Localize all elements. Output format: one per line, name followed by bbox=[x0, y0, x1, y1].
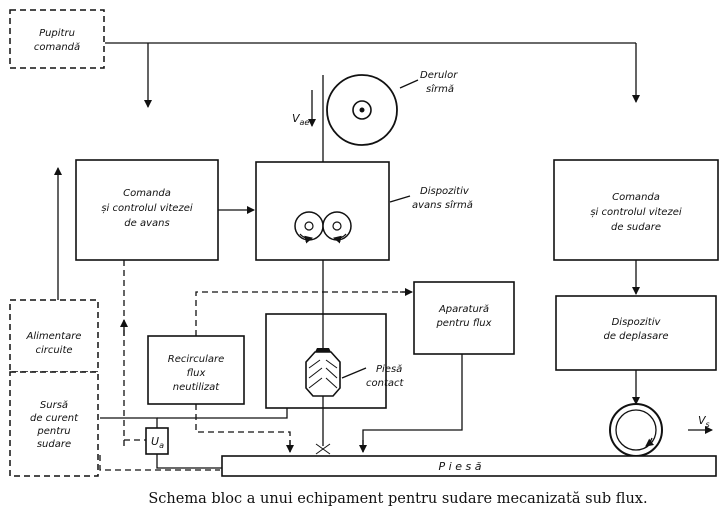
block-pupitru: Pupitru comandă bbox=[9, 9, 105, 69]
figure-caption: Schema bloc a unui echipament pentru sud… bbox=[148, 491, 647, 507]
deplasare-line2: de deplasare bbox=[603, 331, 668, 342]
comanda-sudare-line1: Comanda bbox=[612, 192, 660, 203]
comanda-sudare-line3: de sudare bbox=[611, 222, 661, 233]
aparatura-line1: Aparatură bbox=[438, 304, 489, 315]
derulor-line1: Derulor bbox=[420, 70, 458, 81]
sursa-line2: de curent bbox=[30, 413, 79, 424]
line-ua-piesa bbox=[156, 454, 224, 469]
block-comanda-avans: Comanda și controlul vitezei de avans bbox=[75, 159, 219, 261]
comanda-avans-line1: Comanda bbox=[123, 188, 171, 199]
drive-roller bbox=[609, 403, 663, 457]
piesa-contact-line1: Piesă bbox=[376, 364, 402, 375]
wire-reel bbox=[326, 74, 398, 146]
recirculare-line1: Recirculare bbox=[168, 354, 225, 365]
alimentare-line1: Alimentare bbox=[26, 331, 82, 342]
dispozitiv-avans-line1: Dispozitiv bbox=[420, 186, 470, 197]
aparatura-line2: pentru flux bbox=[435, 318, 491, 329]
sursa-line1: Sursă bbox=[40, 400, 68, 411]
piesa-contact-line2: contact bbox=[366, 378, 405, 389]
line-sursa-ua bbox=[100, 417, 158, 428]
piesa-label: P i e s ă bbox=[439, 460, 482, 473]
derulor-line2: sîrmă bbox=[426, 83, 454, 95]
block-sursa: Sursă de curent pentru sudare bbox=[9, 371, 99, 477]
leader-piesa-contact bbox=[341, 367, 367, 379]
comanda-avans-line3: de avans bbox=[124, 218, 169, 229]
sursa-line4: sudare bbox=[37, 439, 71, 450]
block-dispozitiv-deplasare: Dispozitiv de deplasare bbox=[555, 295, 717, 371]
block-piesa-contact-housing bbox=[265, 313, 387, 409]
alimentare-line2: circuite bbox=[35, 345, 72, 356]
block-comanda-sudare: Comanda și controlul vitezei de sudare bbox=[553, 159, 719, 261]
v-ae-label: Vae bbox=[292, 112, 309, 127]
dashed-recirculare-piesa bbox=[195, 404, 291, 452]
block-recirculare: Recirculare flux neutilizat bbox=[147, 335, 245, 405]
block-aparatura-flux: Aparatură pentru flux bbox=[413, 281, 515, 355]
leader-dispozitiv bbox=[389, 195, 411, 203]
ua-label: Ua bbox=[151, 435, 164, 450]
workpiece: P i e s ă bbox=[221, 443, 717, 477]
leader-derulor bbox=[399, 79, 419, 89]
voltmeter-ua: Ua bbox=[145, 427, 169, 455]
comanda-sudare-line2: și controlul vitezei bbox=[590, 207, 682, 218]
deplasare-line1: Dispozitiv bbox=[612, 317, 662, 328]
recirculare-line3: neutilizat bbox=[173, 382, 220, 393]
pupitru-line2: comandă bbox=[34, 42, 80, 53]
dashed-sursa-piesa bbox=[99, 455, 220, 471]
comanda-avans-line2: și controlul vitezei bbox=[101, 203, 193, 214]
recirculare-line2: flux bbox=[187, 368, 206, 379]
block-alimentare: Alimentare circuite bbox=[9, 299, 99, 373]
block-dispozitiv-avans bbox=[255, 161, 390, 261]
dispozitiv-avans-line2: avans sîrmă bbox=[412, 199, 473, 211]
sursa-line3: pentru bbox=[36, 426, 70, 437]
pupitru-line1: Pupitru bbox=[39, 28, 75, 39]
dashed-flux-top bbox=[195, 291, 412, 336]
v-s-label: Vs bbox=[698, 414, 710, 429]
